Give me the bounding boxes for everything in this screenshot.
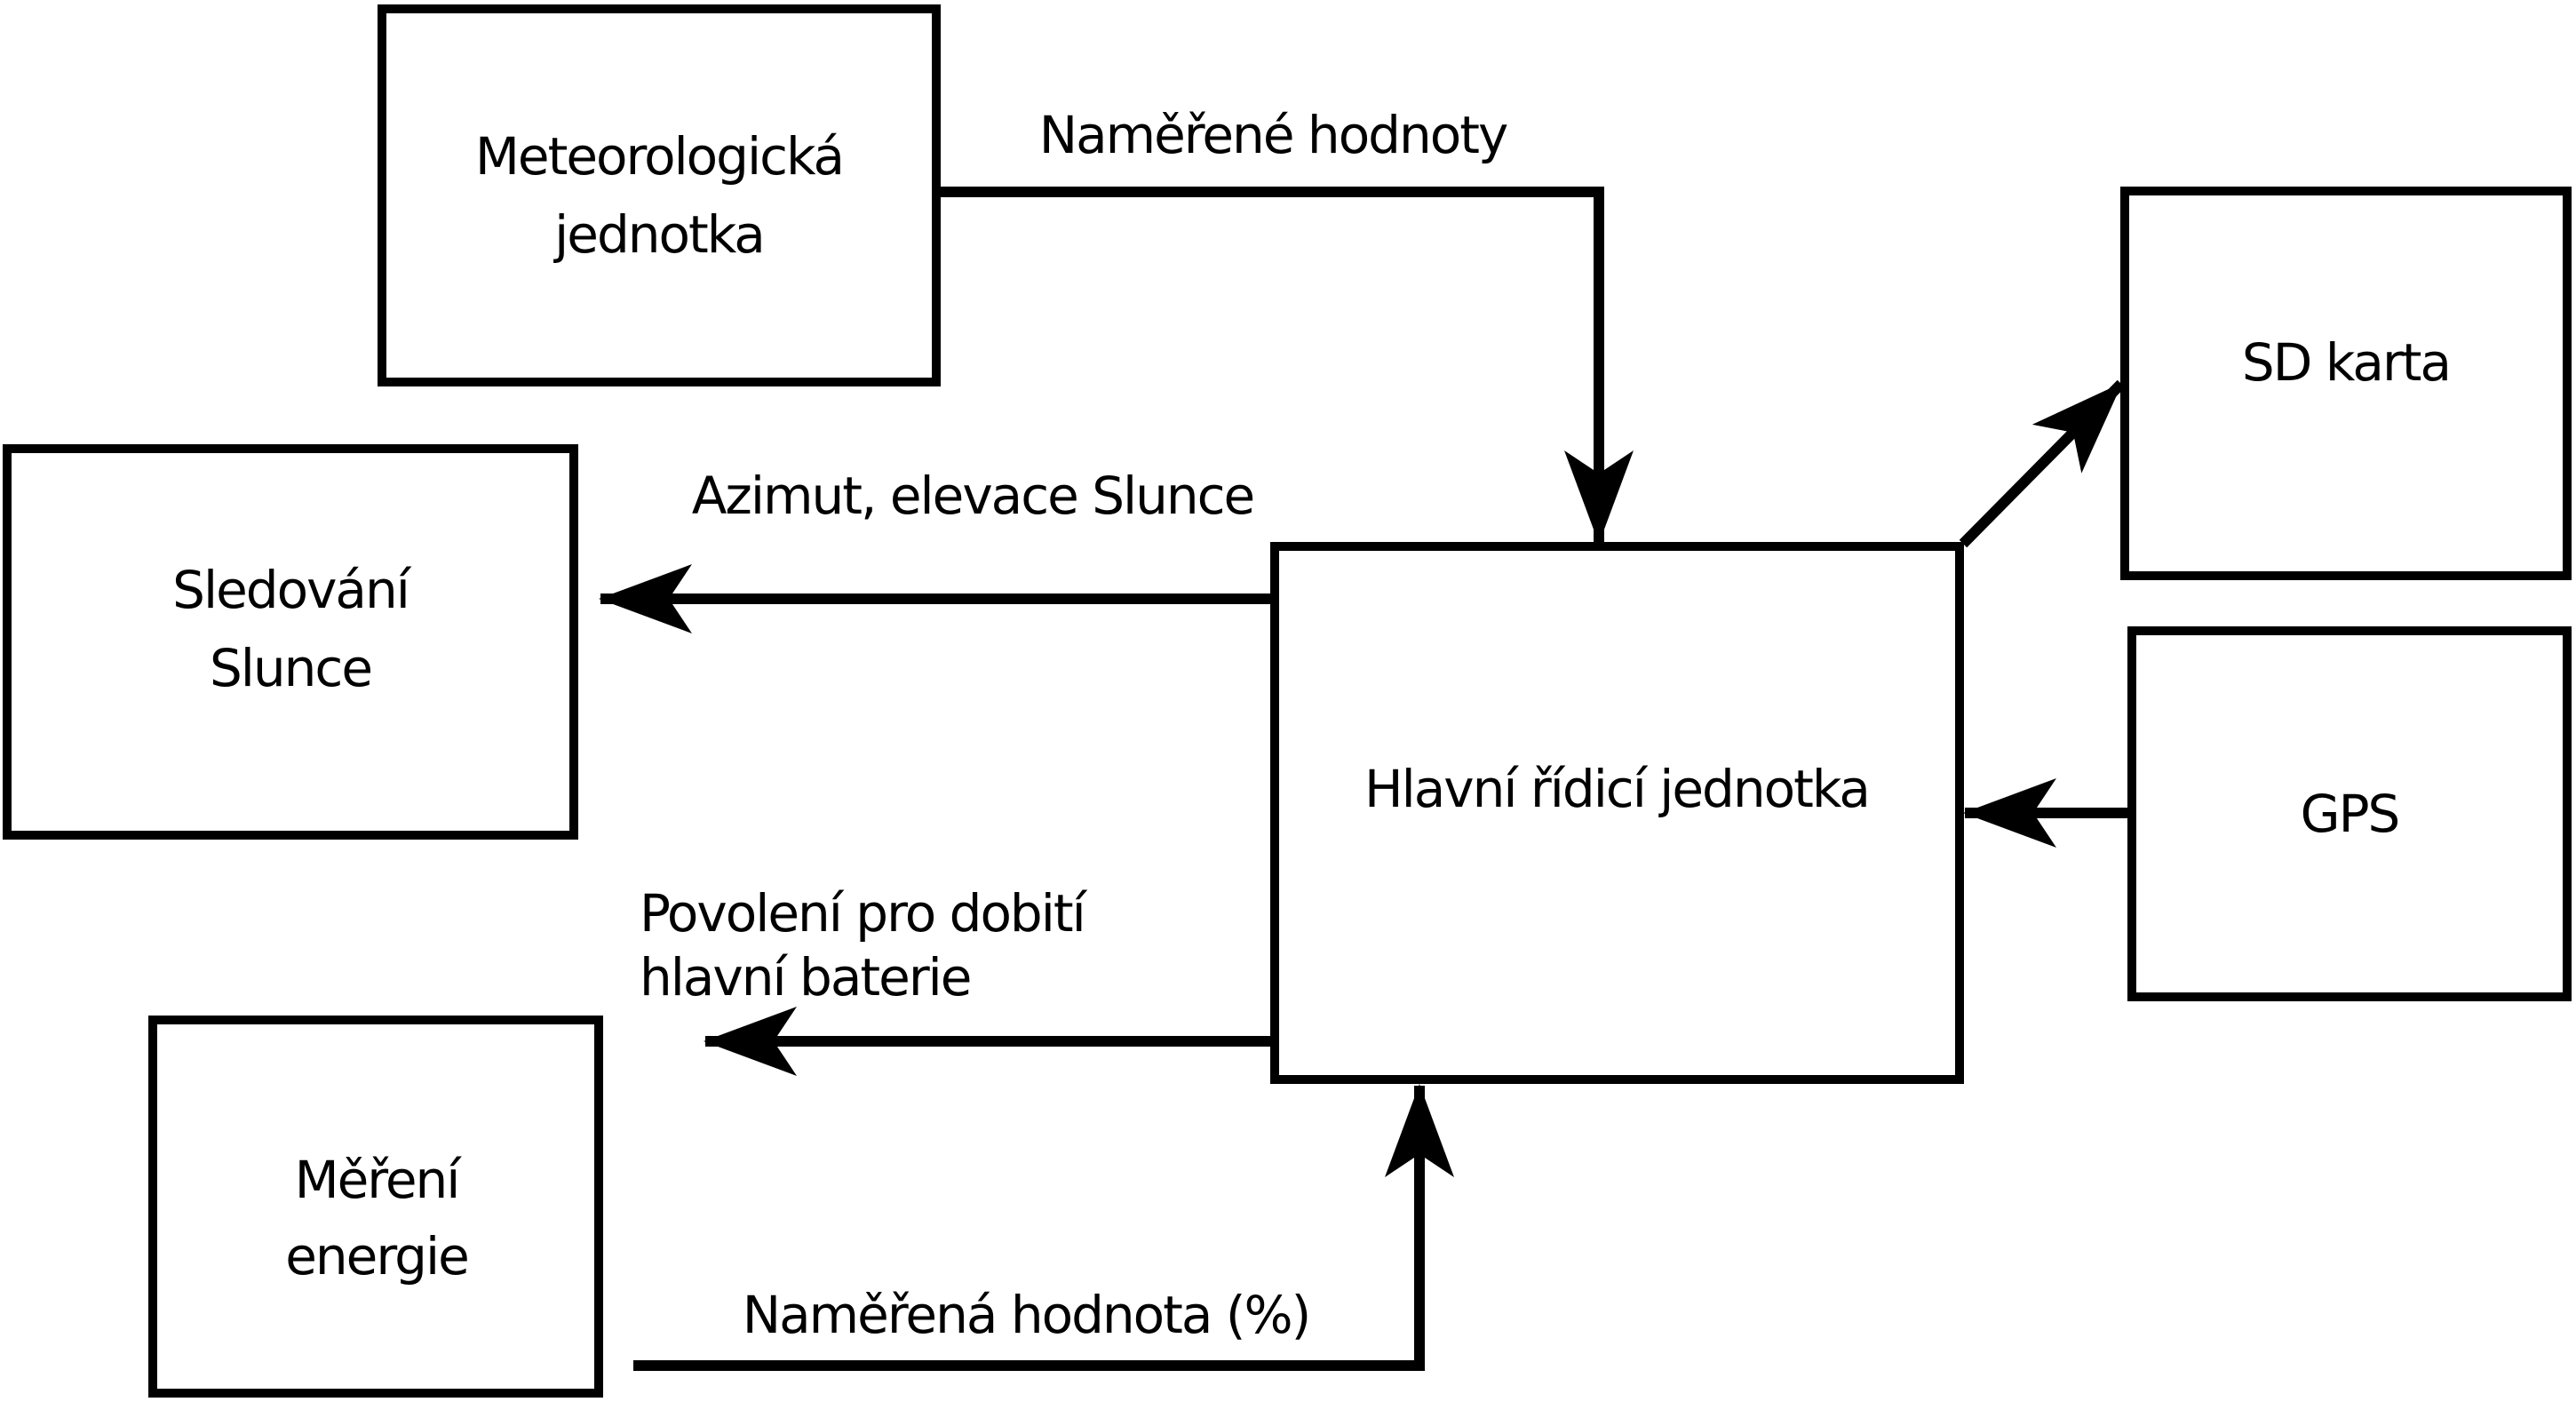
node-mereni-label-line1: Měření <box>295 1150 463 1210</box>
node-meteorologicka-jednotka <box>378 4 941 386</box>
node-mereni-energie <box>148 1016 603 1398</box>
node-sledovani-slunce <box>3 444 578 840</box>
arrow-meteo-to-hlavni <box>936 187 1634 544</box>
edge-label-povoleni-line1: Povolení pro dobití <box>640 883 1088 944</box>
node-hlavni-ridici-jednotka <box>1270 542 1964 1084</box>
node-gps-label: GPS <box>2301 784 2399 844</box>
node-meteorologicka-label-line2: jednotka <box>553 204 764 265</box>
arrow-hlavni-to-sdkarta <box>1959 379 2126 548</box>
edge-label-namerene-hodnoty: Naměřené hodnoty <box>1039 105 1507 165</box>
edge-label-namerena-hodnota: Naměřená hodnota (%) <box>743 1285 1310 1345</box>
node-gps <box>2127 626 2572 1001</box>
arrow-mereni-to-hlavni <box>633 1084 1454 1371</box>
node-sd-karta-label: SD karta <box>2242 332 2450 393</box>
node-sledovani-label-line2: Slunce <box>210 638 371 698</box>
node-mereni-label-line2: energie <box>285 1226 468 1286</box>
node-hlavni-label: Hlavní řídicí jednotka <box>1364 759 1869 819</box>
node-sledovani-label-line1: Sledování <box>172 560 412 620</box>
edge-label-povoleni-line2: hlavní baterie <box>640 947 970 1008</box>
node-sd-karta <box>2120 187 2572 580</box>
node-meteorologicka-label-line1: Meteorologická <box>475 126 843 187</box>
edge-label-azimut-elevace: Azimut, elevace Slunce <box>692 466 1254 526</box>
